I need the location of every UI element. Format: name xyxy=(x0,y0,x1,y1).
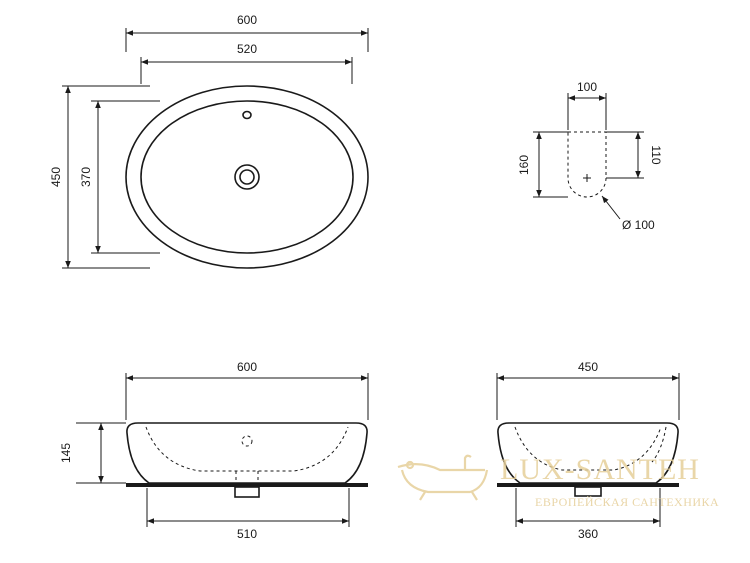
detail-diameter-label: Ø 100 xyxy=(622,218,655,232)
front-height-label: 145 xyxy=(59,443,73,463)
watermark: LUX-SANTEH ЕВРОПЕЙСКАЯ САНТЕХНИКА xyxy=(397,453,719,509)
side-base-width-label: 360 xyxy=(578,527,598,541)
top-depth-outer-label: 450 xyxy=(49,167,63,187)
side-inner-bowl xyxy=(514,426,662,471)
side-basin-body xyxy=(497,422,679,484)
basin-inner-bowl xyxy=(140,100,354,254)
watermark-brand: LUX-SANTEH xyxy=(500,453,700,486)
side-countertop xyxy=(497,483,679,487)
front-inner-bowl xyxy=(145,426,349,472)
detail-width-label: 100 xyxy=(577,80,597,94)
front-view: 600 145 510 xyxy=(59,360,369,541)
front-overflow-hole xyxy=(241,435,253,447)
drain-outer-ring xyxy=(234,164,260,190)
front-width-label: 600 xyxy=(237,360,257,374)
detail-height-label: 160 xyxy=(517,155,531,175)
front-basin-body xyxy=(126,422,368,484)
overflow-shape xyxy=(567,131,607,198)
front-drain xyxy=(234,486,260,498)
basin-outer-rim xyxy=(125,85,369,269)
side-width-label: 450 xyxy=(578,360,598,374)
overflow-hole xyxy=(242,110,252,120)
drain-inner-ring xyxy=(239,169,255,185)
side-view: 450 360 xyxy=(496,360,680,541)
top-width-inner-label: 520 xyxy=(237,42,257,56)
front-countertop xyxy=(126,483,368,487)
top-view: 600 520 450 370 xyxy=(49,13,369,269)
watermark-tagline: ЕВРОПЕЙСКАЯ САНТЕХНИКА xyxy=(535,495,719,509)
side-drain xyxy=(574,486,602,497)
front-base-width-label: 510 xyxy=(237,527,257,541)
overflow-detail: 100 160 110 Ø 100 xyxy=(517,80,663,232)
top-depth-inner-label: 370 xyxy=(79,167,93,187)
detail-inner-height-label: 110 xyxy=(649,145,663,164)
top-width-outer-label: 600 xyxy=(237,13,257,27)
bathtub-logo-icon xyxy=(397,454,489,501)
